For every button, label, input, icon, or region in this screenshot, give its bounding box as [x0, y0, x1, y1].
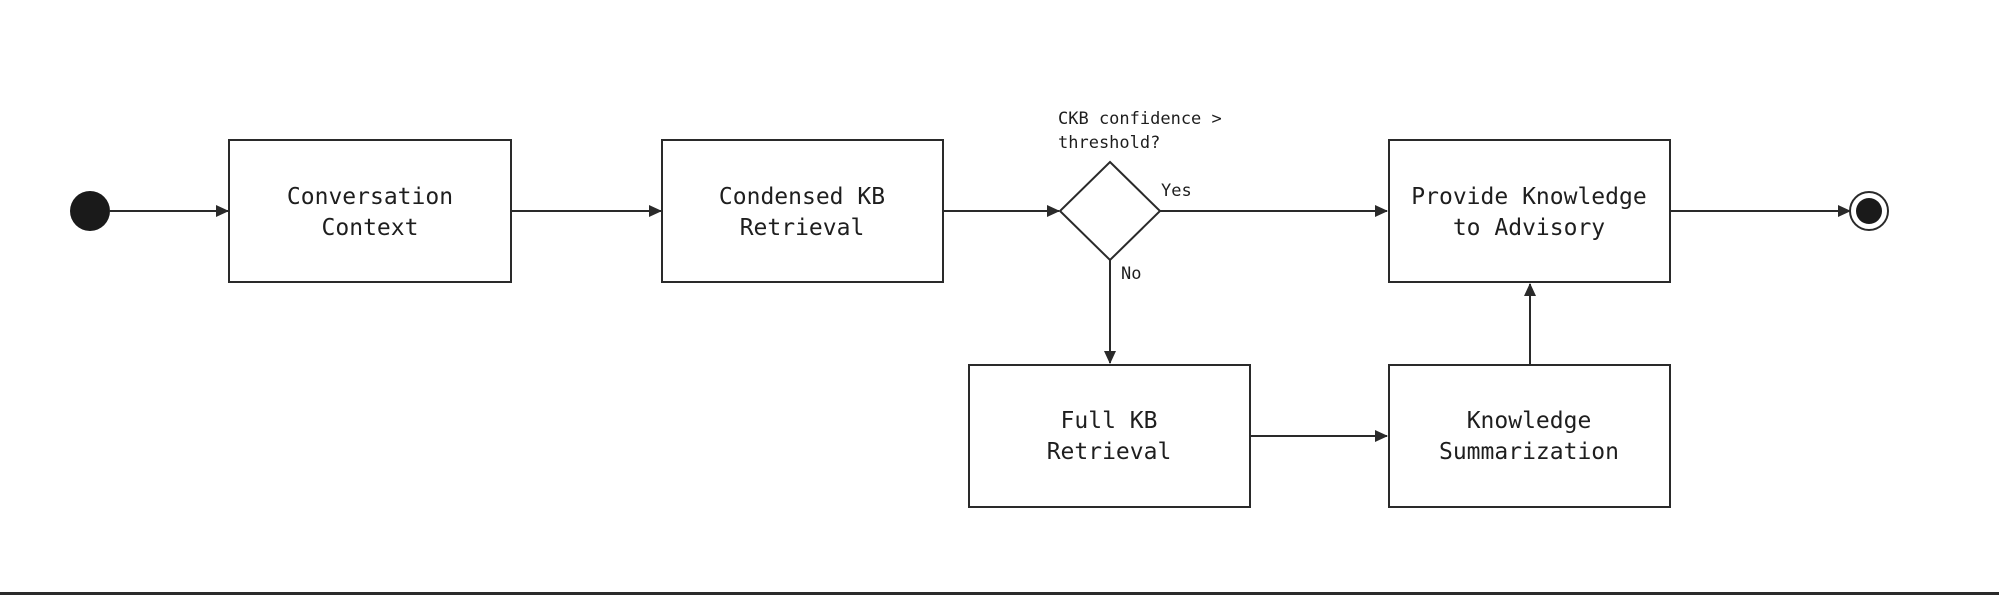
decision-question-line2: threshold? [1058, 133, 1160, 153]
yes-label: Yes [1161, 181, 1192, 201]
full-kb-line2: Retrieval [1047, 439, 1172, 465]
condensed-kb-line2: Retrieval [740, 215, 865, 241]
provide-knowledge-line2: to Advisory [1453, 215, 1605, 241]
condensed-kb-line1: Condensed KB [719, 184, 885, 210]
end-node [1849, 191, 1889, 231]
node-decision: CKB confidence > threshold? Yes No [1058, 109, 1222, 284]
knowledge-summarization-line1: Knowledge [1467, 408, 1592, 434]
node-condensed-kb-retrieval: Condensed KB Retrieval [661, 139, 944, 283]
full-kb-line1: Full KB [1061, 408, 1158, 434]
node-full-kb-retrieval: Full KB Retrieval [968, 364, 1251, 508]
decision-question-line1: CKB confidence > [1058, 109, 1222, 129]
provide-knowledge-line1: Provide Knowledge [1411, 184, 1646, 210]
no-label: No [1121, 264, 1141, 284]
node-knowledge-summarization: Knowledge Summarization [1388, 364, 1671, 508]
bottom-divider [0, 592, 1999, 595]
conversation-context-line1: Conversation [287, 184, 453, 210]
node-provide-knowledge: Provide Knowledge to Advisory [1388, 139, 1671, 283]
start-node [70, 191, 110, 231]
conversation-context-line2: Context [322, 215, 419, 241]
node-conversation-context: Conversation Context [228, 139, 512, 283]
knowledge-summarization-line2: Summarization [1439, 439, 1619, 465]
